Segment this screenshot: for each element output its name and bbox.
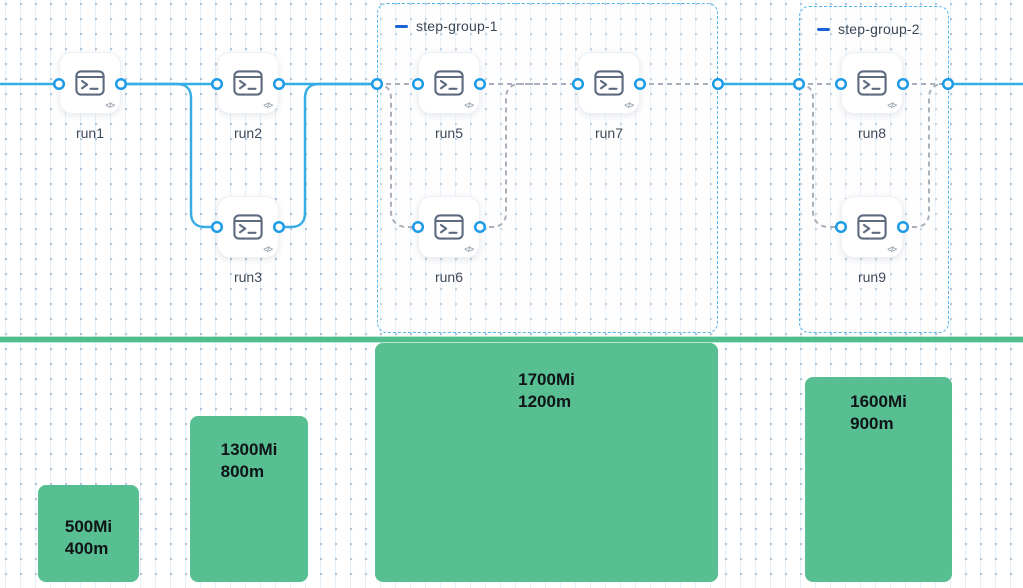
connection-port[interactable] [272,77,286,91]
terminal-icon [857,70,887,96]
node-run7[interactable]: </> [578,52,640,114]
bar-cpu: 900m [850,414,894,433]
bar-memory: 1300Mi [220,440,278,459]
edge-run6-run7 [480,83,540,228]
node-run6[interactable]: </> [418,196,480,258]
connection-port[interactable] [473,77,487,91]
connection-port[interactable] [834,77,848,91]
code-icon: </> [887,245,897,254]
node-label-run2: run2 [233,125,263,141]
connection-port[interactable] [711,77,725,91]
bar-cpu: 400m [64,539,109,558]
terminal-icon [594,70,624,96]
bar-memory: 500Mi [64,517,113,536]
edge-run1-run3 [121,82,217,229]
node-run5[interactable]: </> [418,52,480,114]
connection-port[interactable] [210,77,224,91]
resource-bar: 1600Mi 900m [805,377,952,582]
bar-cpu: 800m [220,462,265,481]
node-label-run6: run6 [434,269,464,285]
code-icon: </> [624,101,634,110]
connection-port[interactable] [210,220,224,234]
node-run2[interactable]: </> [217,52,279,114]
bar-cpu: 1200m [518,392,572,411]
bar-memory: 1700Mi [518,370,575,389]
connection-port[interactable] [370,77,384,91]
resource-bar: 500Mi 400m [38,485,139,582]
code-icon: </> [464,245,474,254]
connection-port[interactable] [52,77,66,91]
code-icon: </> [263,245,273,254]
node-label-run9: run9 [857,269,887,285]
connection-port[interactable] [411,77,425,91]
connection-port[interactable] [896,220,910,234]
code-icon: </> [105,101,115,110]
resource-separator-line [0,337,1023,342]
bar-memory: 1600Mi [850,392,907,411]
connection-port[interactable] [941,77,955,91]
edges-layer [0,77,1023,234]
resource-bar: 1300Mi 800m [190,416,308,582]
connection-port[interactable] [571,77,585,91]
group-header: step-group-2 [817,21,948,37]
group-header: step-group-1 [395,18,717,34]
resource-bar: 1700Mi 1200m [375,343,718,582]
edge-run9-exit [903,83,948,228]
connection-port[interactable] [792,77,806,91]
terminal-icon [857,214,887,240]
edge-run3-group1 [279,82,377,229]
terminal-icon [233,70,263,96]
connection-port[interactable] [896,77,910,91]
connection-port[interactable] [473,220,487,234]
edge-group1-run6 [376,83,418,228]
edge-group2-run9 [798,83,841,228]
connection-port[interactable] [272,220,286,234]
node-run8[interactable]: </> [841,52,903,114]
connection-port[interactable] [834,220,848,234]
terminal-icon [233,214,263,240]
node-label-run8: run8 [857,125,887,141]
code-icon: </> [887,101,897,110]
step-group-2-box[interactable]: step-group-2 [799,6,949,333]
code-icon: </> [464,101,474,110]
connection-port[interactable] [114,77,128,91]
code-icon: </> [263,101,273,110]
connection-port[interactable] [633,77,647,91]
node-label-run1: run1 [75,125,105,141]
terminal-icon [75,70,105,96]
node-label-run5: run5 [434,125,464,141]
collapse-dash-icon[interactable] [817,27,830,31]
node-label-run7: run7 [594,125,624,141]
group-title: step-group-1 [416,18,498,34]
terminal-icon [434,70,464,96]
terminal-icon [434,214,464,240]
collapse-dash-icon[interactable] [395,24,408,28]
node-label-run3: run3 [233,269,263,285]
group-title: step-group-2 [838,21,920,37]
connection-port[interactable] [411,220,425,234]
